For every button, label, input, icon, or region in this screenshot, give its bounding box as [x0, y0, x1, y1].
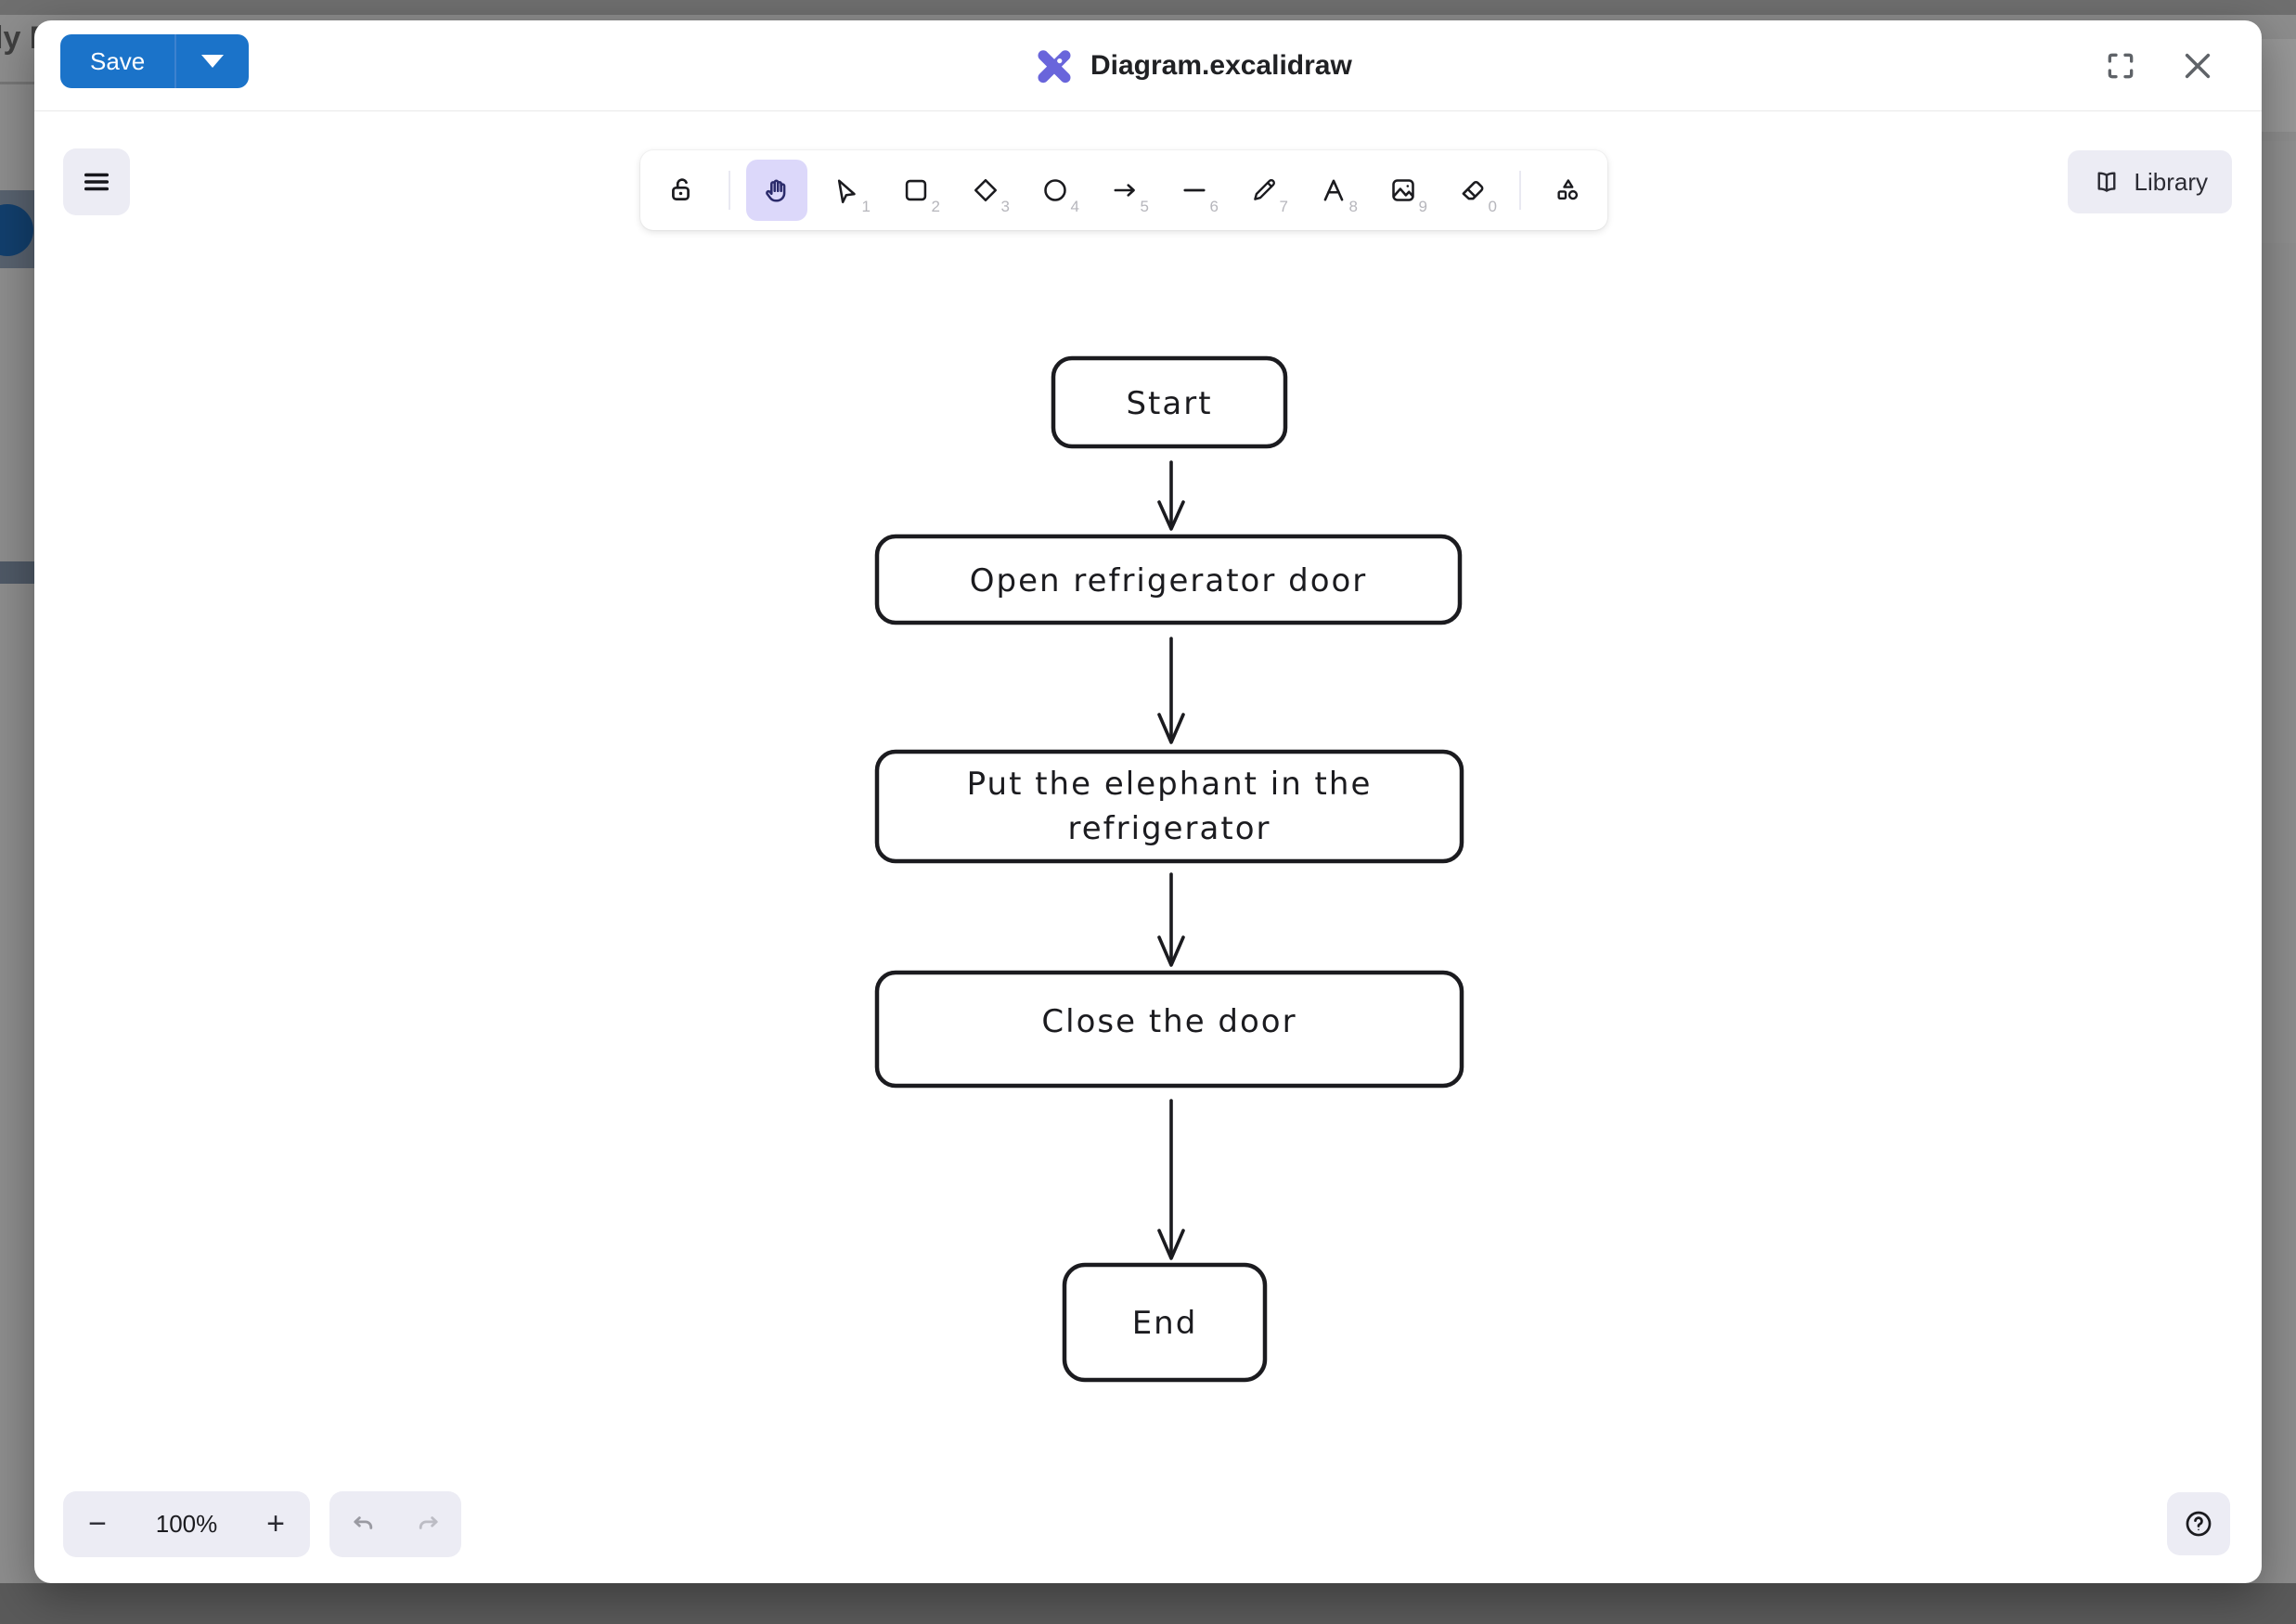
tool-shortcut: 7 — [1279, 198, 1288, 215]
image-icon — [1392, 179, 1414, 201]
flowchart-node-close[interactable]: Close the door — [874, 970, 1464, 1089]
backdrop-bottom-band — [0, 1583, 2296, 1624]
modal-title-group: Diagram.excalidraw — [1035, 20, 1352, 111]
node-label: Put the elephant in the — [967, 766, 1373, 803]
undo-button[interactable] — [343, 1505, 382, 1544]
node-label: Open refrigerator door — [970, 562, 1368, 599]
tool-lock[interactable] — [651, 160, 713, 221]
excalidraw-editor-modal: Save Diagram.excalidraw — [34, 20, 2262, 1583]
zoom-controls: − 100% + — [63, 1491, 310, 1557]
arrow-icon — [1114, 184, 1135, 197]
help-icon — [2186, 1511, 2212, 1537]
tool-shortcut: 8 — [1348, 198, 1358, 215]
tool-shortcut: 9 — [1418, 198, 1427, 215]
pencil-icon — [1254, 179, 1275, 200]
tool-more-shapes[interactable] — [1537, 160, 1598, 221]
tool-hand[interactable] — [746, 160, 807, 221]
node-label: Start — [1126, 385, 1212, 422]
tool-shortcut: 6 — [1209, 198, 1219, 215]
main-menu-button[interactable] — [63, 148, 130, 215]
book-icon — [2097, 172, 2115, 192]
close-icon — [2185, 53, 2211, 79]
rectangle-icon — [905, 179, 927, 201]
tool-arrow[interactable]: 5 — [1094, 160, 1155, 221]
tool-shortcut: 2 — [931, 198, 940, 215]
tool-eraser[interactable]: 0 — [1442, 160, 1503, 221]
canvas[interactable]: Start Open refrigerator door Put the ele… — [34, 20, 2262, 1583]
fullscreen-icon — [2108, 53, 2134, 79]
tool-draw[interactable]: 7 — [1233, 160, 1295, 221]
flowchart-edge[interactable] — [1157, 460, 1185, 531]
save-split-button: Save — [60, 34, 250, 88]
save-button[interactable]: Save — [60, 34, 175, 88]
diamond-icon — [974, 178, 998, 202]
tool-island: 1 2 3 4 5 — [640, 150, 1607, 230]
redo-button[interactable] — [409, 1505, 448, 1544]
flowchart-node-start[interactable]: Start — [1051, 355, 1288, 449]
library-button[interactable]: Library — [2067, 150, 2232, 213]
redo-icon — [419, 1515, 438, 1529]
tool-image[interactable]: 9 — [1373, 160, 1434, 221]
tool-diamond[interactable]: 3 — [955, 160, 1016, 221]
tool-text[interactable]: 8 — [1303, 160, 1364, 221]
save-options-button[interactable] — [174, 34, 250, 88]
tool-ellipse[interactable]: 4 — [1025, 160, 1086, 221]
eraser-icon — [1462, 181, 1484, 200]
hamburger-menu-icon — [84, 173, 110, 191]
tool-shortcut: 0 — [1488, 198, 1497, 215]
tool-shortcut: 1 — [861, 198, 871, 215]
node-label: refrigerator — [1068, 810, 1271, 847]
undo-icon — [353, 1515, 372, 1529]
toolbar-divider — [729, 171, 730, 210]
help-button[interactable] — [2167, 1492, 2230, 1555]
backdrop-divider — [0, 82, 34, 84]
node-label: End — [1132, 1305, 1198, 1342]
flowchart-edge[interactable] — [1157, 637, 1185, 744]
ellipse-icon — [1044, 179, 1066, 201]
line-icon — [1183, 188, 1206, 192]
header-actions — [2098, 20, 2221, 111]
excalidraw-logo-icon — [1038, 50, 1071, 84]
tool-selection[interactable]: 1 — [816, 160, 877, 221]
backdrop-band — [0, 561, 34, 584]
node-label: Close the door — [1041, 1003, 1296, 1040]
lock-open-icon — [672, 178, 690, 200]
flowchart-node-end[interactable]: End — [1062, 1262, 1268, 1383]
cursor-icon — [837, 179, 856, 204]
file-title: Diagram.excalidraw — [1090, 50, 1352, 81]
hand-icon — [766, 179, 786, 202]
fullscreen-button[interactable] — [2098, 44, 2143, 88]
flowchart-node-put[interactable]: Put the elephant in the refrigerator — [874, 749, 1464, 864]
flowchart-edge[interactable] — [1157, 872, 1185, 967]
zoom-level[interactable]: 100% — [155, 1510, 218, 1538]
backdrop-top-band — [0, 0, 2296, 15]
flowchart-node-open[interactable]: Open refrigerator door — [874, 534, 1463, 625]
chevron-down-icon — [201, 55, 225, 68]
shapes-icon — [1557, 179, 1579, 200]
tool-shortcut: 4 — [1070, 198, 1079, 215]
tool-rectangle[interactable]: 2 — [885, 160, 947, 221]
tool-shortcut: 3 — [1000, 198, 1010, 215]
toolbar-divider — [1519, 171, 1521, 210]
tool-shortcut: 5 — [1140, 198, 1149, 215]
flowchart-edge[interactable] — [1157, 1099, 1185, 1260]
history-controls — [329, 1491, 461, 1557]
zoom-out-button[interactable]: − — [69, 1497, 126, 1553]
zoom-in-button[interactable]: + — [247, 1497, 304, 1553]
modal-header: Save Diagram.excalidraw — [34, 20, 2262, 111]
close-button[interactable] — [2174, 43, 2221, 89]
tool-line[interactable]: 6 — [1164, 160, 1225, 221]
library-label: Library — [2134, 167, 2208, 196]
text-icon — [1323, 179, 1344, 201]
